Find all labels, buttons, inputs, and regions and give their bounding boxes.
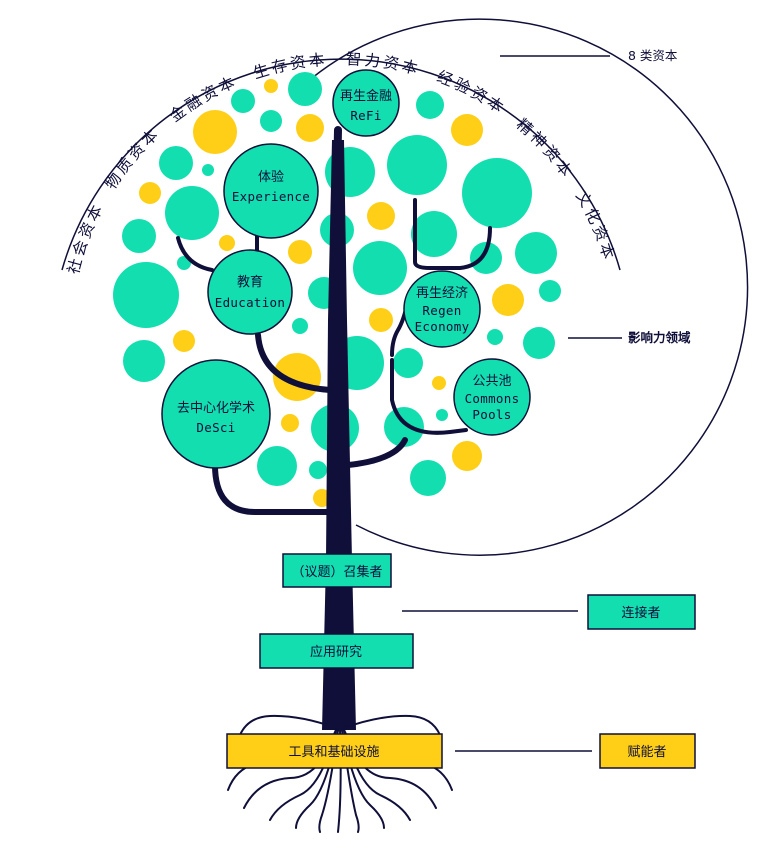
svg-text:Regen: Regen xyxy=(422,303,461,318)
capitals-arc xyxy=(61,58,621,271)
svg-text:体验: 体验 xyxy=(258,169,284,185)
applied-research-box: 应用研究 xyxy=(259,633,414,669)
svg-text:连接者: 连接者 xyxy=(621,605,660,621)
svg-text:去中心化学术: 去中心化学术 xyxy=(177,400,255,416)
svg-text:Pools: Pools xyxy=(472,407,511,422)
svg-text:再生经济: 再生经济 xyxy=(416,286,468,301)
svg-text:DeSci: DeSci xyxy=(196,420,235,435)
capitals-count-label: 8 类资本 xyxy=(628,48,678,63)
svg-text:Experience: Experience xyxy=(232,189,310,204)
node-refi: 再生金融 ReFi xyxy=(332,69,400,137)
svg-text:ReFi: ReFi xyxy=(350,108,381,123)
tools-infrastructure-box: 工具和基础设施 xyxy=(226,733,443,769)
connector-box: 连接者 xyxy=(587,594,696,630)
svg-text:（议题）召集者: （议题）召集者 xyxy=(291,564,382,580)
svg-text:公共池: 公共池 xyxy=(472,374,511,389)
convener-box: （议题）召集者 xyxy=(282,553,392,588)
svg-text:Education: Education xyxy=(215,295,285,310)
svg-text:赋能者: 赋能者 xyxy=(627,745,666,760)
node-commons-pools: 公共池 Commons Pools xyxy=(453,358,531,436)
enabler-box: 赋能者 xyxy=(599,733,696,769)
influence-arc xyxy=(311,18,749,556)
influence-label: 影响力领域 xyxy=(628,330,691,345)
svg-text:应用研究: 应用研究 xyxy=(310,644,362,660)
svg-text:再生金融: 再生金融 xyxy=(340,88,392,104)
node-education: 教育 Education xyxy=(207,249,293,335)
node-experience: 体验 Experience xyxy=(223,143,319,239)
svg-text:Economy: Economy xyxy=(415,319,470,334)
svg-text:教育: 教育 xyxy=(237,274,263,290)
svg-text:工具和基础设施: 工具和基础设施 xyxy=(288,745,379,760)
node-regen-economy: 再生经济 Regen Economy xyxy=(403,270,481,348)
svg-text:Commons: Commons xyxy=(465,391,520,406)
node-desci: 去中心化学术 DeSci xyxy=(161,359,271,469)
